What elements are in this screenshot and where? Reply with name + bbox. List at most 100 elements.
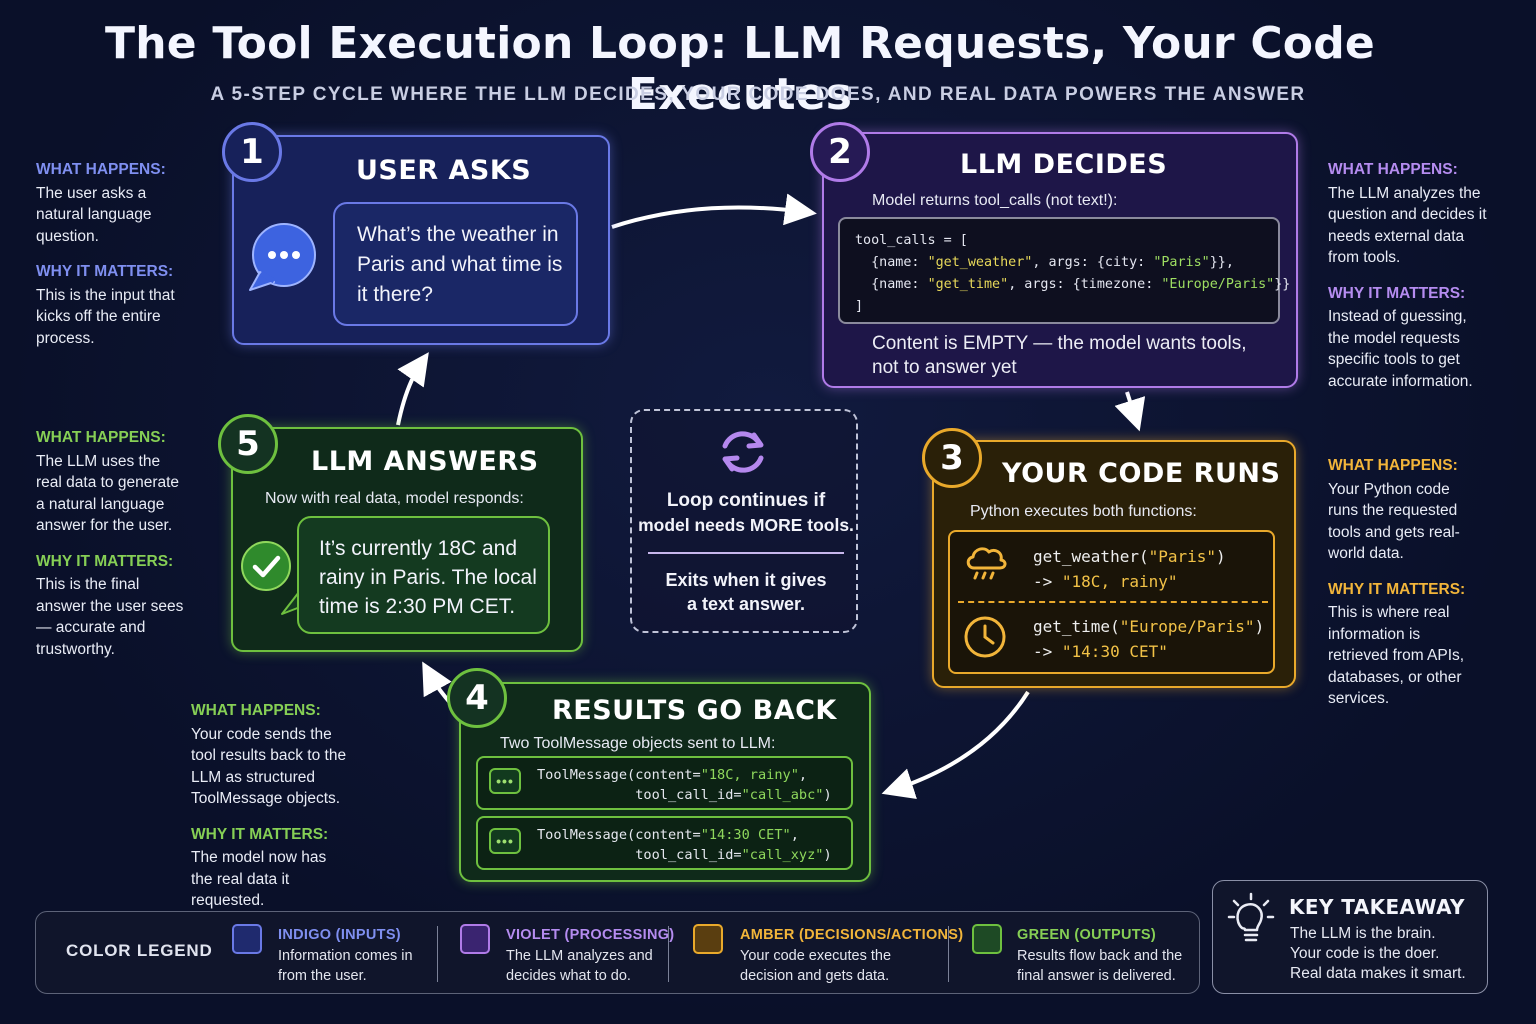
legend-swatch-indigo — [232, 924, 262, 954]
code-token: ) — [823, 847, 832, 863]
code-token: ToolMessage(content= — [537, 827, 701, 843]
tool-message-2: ToolMessage(content="14:30 CET", tool_ca… — [537, 825, 832, 865]
step-1-badge: 1 — [222, 122, 282, 182]
why-it-matters-label: WHY IT MATTERS: — [36, 263, 174, 280]
call-time: get_time("Europe/Paris")-> "14:30 CET" — [1033, 614, 1264, 664]
step-2-caption: Model returns tool_calls (not text!): — [872, 192, 1118, 209]
loop-exit-text: Exits when it gives a text answer. — [630, 568, 862, 616]
code-token: tool_call_id= — [537, 847, 742, 863]
why-it-matters-text: This is where real information is retrie… — [1328, 604, 1465, 707]
refresh-cycle-icon — [722, 431, 764, 473]
tool-message-1: ToolMessage(content="18C, rainy", tool_c… — [537, 765, 832, 805]
legend-desc-line: The LLM analyzes and — [506, 948, 653, 964]
legend-desc-green: Results flow back and the final answer i… — [1017, 946, 1182, 986]
code-token: ) — [1254, 617, 1265, 636]
code-token: , — [798, 767, 808, 783]
code-line: get_weather("Paris") — [1033, 544, 1226, 569]
code-token: ) — [823, 787, 832, 803]
side-note-step-2: WHAT HAPPENS: The LLM analyzes the quest… — [1328, 159, 1488, 392]
code-line: tool_call_id="call_abc") — [537, 785, 832, 805]
what-happens-text: The LLM uses the real data to generate a… — [36, 452, 180, 535]
code-token: {name: — [855, 277, 928, 292]
legend-desc-line: final answer is delivered. — [1017, 968, 1176, 984]
why-it-matters-label: WHY IT MATTERS: — [36, 552, 174, 570]
side-note-step-3: WHAT HAPPENS: Your Python code runs the … — [1328, 455, 1478, 710]
code-token: tool_call_id= — [537, 787, 742, 803]
step-2-badge: 2 — [810, 122, 870, 182]
code-token: get_time( — [1033, 617, 1120, 636]
chat-bubble-icon — [249, 223, 316, 291]
code-token: ToolMessage(content= — [537, 767, 701, 783]
step-3-badge: 3 — [922, 428, 982, 488]
legend-separator — [437, 926, 438, 982]
step-2-note: Content is EMPTY — the model wants tools… — [872, 333, 1247, 378]
code-line: {name: "get_time", args: {timezone: "Eur… — [855, 274, 1290, 296]
step-4-badge: 4 — [447, 668, 507, 728]
step-5-caption: Now with real data, model responds: — [265, 490, 524, 507]
side-note-step-5: WHAT HAPPENS: The LLM uses the real data… — [36, 427, 188, 660]
step-5-title: LLM ANSWERS — [311, 446, 539, 477]
code-token: -> — [1033, 572, 1062, 591]
legend-label: COLOR LEGEND — [66, 941, 213, 960]
rain-cloud-icon — [966, 547, 1007, 580]
what-happens-label: WHAT HAPPENS: — [191, 702, 321, 719]
code-string: "call_xyz" — [741, 847, 824, 863]
code-line: tool_call_id="call_xyz") — [537, 845, 832, 865]
what-happens-label: WHAT HAPPENS: — [1328, 161, 1458, 178]
code-string: "get_time" — [927, 277, 1009, 292]
arrow-3-to-4 — [881, 690, 1030, 800]
page-subtitle: A 5-STEP CYCLE WHERE THE LLM DECIDES, YO… — [210, 84, 1306, 105]
legend-title-green: GREEN (OUTPUTS) — [1017, 927, 1157, 943]
code-line: ] — [855, 299, 864, 314]
takeaway-title: KEY TAKEAWAY — [1289, 895, 1465, 919]
message-icon: ••• — [489, 828, 521, 854]
code-token: {name: — [855, 255, 928, 270]
step-4-title: RESULTS GO BACK — [552, 695, 837, 726]
takeaway-body: The LLM is the brain. Your code is the d… — [1290, 924, 1466, 984]
why-it-matters-label: WHY IT MATTERS: — [191, 825, 329, 843]
clock-icon — [964, 616, 1006, 658]
loop-exit-line-2: a text answer. — [686, 594, 806, 614]
what-happens-text: Your code sends the tool results back to… — [191, 725, 347, 808]
what-happens-text: The LLM analyzes the question and decide… — [1328, 184, 1487, 267]
code-line: get_time("Europe/Paris") — [1033, 614, 1264, 639]
legend-desc-line: from the user. — [278, 968, 367, 984]
step-2-title: LLM DECIDES — [960, 149, 1168, 180]
loop-line-1: Loop continues if — [666, 490, 826, 511]
code-string: "14:30 CET" — [700, 827, 791, 843]
divider — [958, 601, 1268, 603]
legend-desc-violet: The LLM analyzes and decides what to do. — [506, 946, 653, 986]
key-takeaway-box — [1212, 880, 1488, 994]
why-it-matters-label: WHY IT MATTERS: — [1328, 580, 1466, 598]
tool-calls-code: tool_calls = [ {name: "get_weather", arg… — [838, 217, 1290, 324]
takeaway-line: Your code is the doer. — [1290, 945, 1440, 962]
code-token: ) — [1216, 547, 1226, 566]
what-happens-label: WHAT HAPPENS: — [1328, 457, 1458, 474]
code-string: "Europe/Paris" — [1119, 617, 1255, 636]
arrow-5-to-1 — [396, 352, 429, 426]
step-5-badge: 5 — [218, 414, 278, 474]
code-token: , args: {timezone: — [1008, 277, 1162, 292]
takeaway-line: The LLM is the brain. — [1290, 925, 1436, 942]
code-string: "18C, rainy" — [700, 767, 799, 783]
tool-message-box — [476, 756, 853, 810]
what-happens-label: WHAT HAPPENS: — [36, 161, 166, 178]
code-string: "call_abc" — [741, 787, 824, 803]
code-token: , args: {city: — [1032, 255, 1154, 270]
legend-title-indigo: INDIGO (INPUTS) — [278, 927, 401, 943]
what-happens-label: WHAT HAPPENS: — [36, 429, 166, 446]
call-weather: get_weather("Paris")-> "18C, rainy" — [1033, 544, 1226, 594]
what-happens-text: Your Python code runs the requested tool… — [1328, 480, 1460, 563]
code-token: }}, — [1209, 255, 1234, 270]
why-it-matters-text: The model now has the real data it reque… — [191, 849, 327, 909]
legend-desc-amber: Your code executes the decision and gets… — [740, 946, 891, 986]
legend-swatch-amber — [693, 924, 723, 954]
loop-info-box — [630, 409, 858, 633]
code-string: "Paris" — [1148, 547, 1217, 566]
checkmark-icon — [241, 541, 291, 591]
arrow-2-to-3 — [1114, 391, 1146, 432]
legend-desc-indigo: Information comes in from the user. — [278, 946, 413, 986]
lightbulb-icon — [1227, 892, 1275, 942]
loop-continue-text: Loop continues if model needs MORE tools… — [630, 488, 862, 538]
legend-separator — [948, 926, 949, 982]
